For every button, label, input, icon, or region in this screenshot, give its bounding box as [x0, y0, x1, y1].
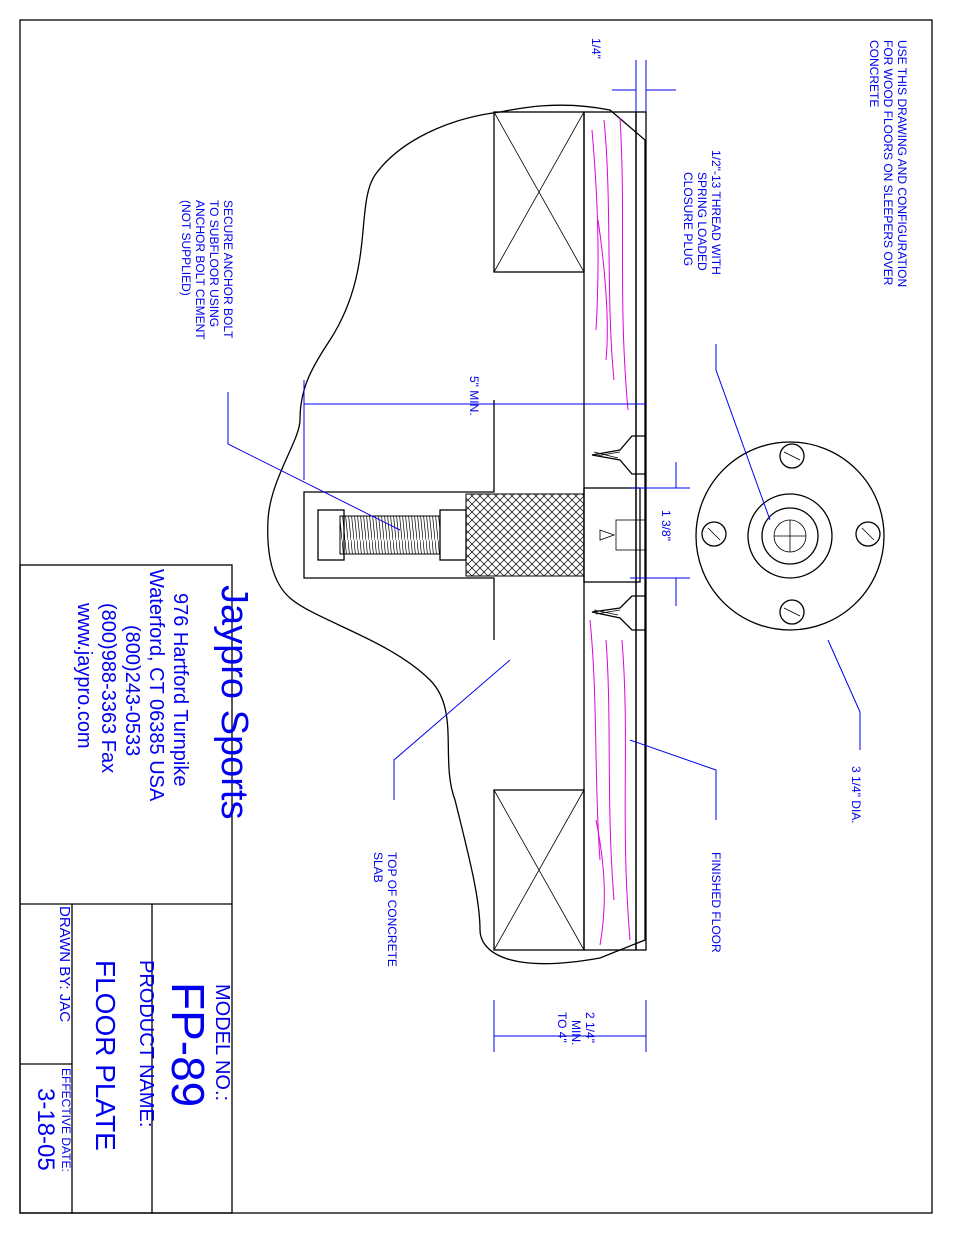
- socket-cavity: [303, 400, 495, 640]
- thread-note-line-2: SPRING LOADED: [695, 172, 709, 271]
- drawn-by: DRAWN BY: JAC: [56, 906, 73, 1022]
- sleeper-bottom: [493, 789, 585, 951]
- title-block: [19, 564, 233, 1214]
- dim-plate-diameter: 3 1/4" DIA.: [849, 766, 863, 824]
- company-address-1: 976 Hartford Turnpike: [169, 593, 191, 786]
- usage-note-line-1: USE THIS DRAWING AND CONFIGURATION: [895, 40, 909, 287]
- usage-note: USE THIS DRAWING AND CONFIGURATION FOR W…: [867, 40, 909, 287]
- thread-note-line-3: CLOSURE PLUG: [681, 172, 695, 266]
- dim-plate-diameter-text: 3 1/4" DIA.: [849, 766, 863, 824]
- concrete-label-line-1: TOP OF CONCRETE: [385, 852, 399, 967]
- effective-date-block: EFFECTIVE DATE: 3-18-05: [32, 1068, 73, 1172]
- product-name: FLOOR PLATE: [90, 960, 121, 1151]
- dim-floor-height-line-3: TO 4": [555, 1012, 569, 1043]
- effective-date: 3-18-05: [32, 1088, 59, 1171]
- dim-top-thickness: 1/4": [589, 38, 603, 59]
- anchor-bolt-nut-left: [317, 509, 345, 561]
- company-address-2: Waterford, CT 06385 USA: [145, 569, 167, 802]
- wood-grain: [589, 117, 631, 946]
- drawn-by-block: DRAWN BY: JAC: [56, 906, 73, 1022]
- dim-floor-height: 2 1/4" MIN. TO 4": [555, 1012, 597, 1045]
- concrete-label: TOP OF CONCRETE SLAB: [371, 852, 399, 967]
- thread-note-line-1: 1/2"-13 THREAD WITH: [709, 150, 723, 275]
- anchor-note: SECURE ANCHOR BOLT TO SUBFLOOR USING ANC…: [179, 200, 235, 340]
- company-fax: (800)988-3363 Fax: [97, 603, 119, 773]
- dim-floor-height-line-1: 2 1/4": [583, 1012, 597, 1043]
- effective-date-label: EFFECTIVE DATE:: [59, 1068, 73, 1172]
- knurled-sleeve: [465, 493, 585, 577]
- floor-plate-plan-view: [695, 441, 885, 631]
- concrete-slab-outline: [267, 104, 646, 965]
- product-label: PRODUCT NAME:: [135, 960, 157, 1127]
- product-block: PRODUCT NAME: FLOOR PLATE: [90, 960, 157, 1151]
- anchor-note-line-2: TO SUBFLOOR USING: [207, 200, 221, 327]
- model-number: FP-89: [162, 982, 214, 1107]
- thread-note: 1/2"-13 THREAD WITH SPRING LOADED CLOSUR…: [681, 150, 723, 275]
- company-phone: (800)243-0533: [121, 625, 143, 756]
- dim-socket-width-text: 1 3/8": [659, 510, 673, 541]
- anchor-note-line-3: ANCHOR BOLT CEMENT: [193, 200, 207, 340]
- floor-plate-socket: [583, 487, 641, 583]
- anchor-bolt-threads: [339, 515, 441, 555]
- finished-floor-text: FINISHED FLOOR: [709, 852, 723, 953]
- anchor-note-line-4: (NOT SUPPLIED): [179, 200, 193, 296]
- dim-top-thickness-text: 1/4": [589, 38, 603, 59]
- company-name: Jaypro Sports: [213, 585, 255, 819]
- dim-depth-text: 5" MIN.: [467, 376, 481, 416]
- dim-depth: 5" MIN.: [467, 376, 481, 416]
- anchor-note-line-1: SECURE ANCHOR BOLT: [221, 200, 235, 339]
- leader-lines: [227, 344, 861, 820]
- company-block: Jaypro Sports 976 Hartford Turnpike Wate…: [73, 569, 255, 819]
- dim-floor-height-line-2: MIN.: [569, 1020, 583, 1045]
- concrete-label-line-2: SLAB: [371, 852, 385, 883]
- wood-screw-bottom: [591, 595, 646, 631]
- usage-note-line-2: FOR WOOD FLOORS ON SLEEPERS OVER: [881, 40, 895, 286]
- dim-socket-width: 1 3/8": [659, 510, 673, 541]
- model-label: MODEL NO.:: [211, 984, 233, 1101]
- finished-floor-label: FINISHED FLOOR: [709, 852, 723, 953]
- wood-screw-top: [591, 435, 646, 475]
- dimension-lines: [303, 60, 690, 1052]
- sleeper-top: [493, 111, 585, 273]
- model-block: MODEL NO.: FP-89: [162, 982, 233, 1107]
- anchor-bolt-nut-right: [439, 509, 467, 561]
- usage-note-line-3: CONCRETE: [867, 40, 881, 107]
- company-website: www.jaypro.com: [73, 602, 95, 749]
